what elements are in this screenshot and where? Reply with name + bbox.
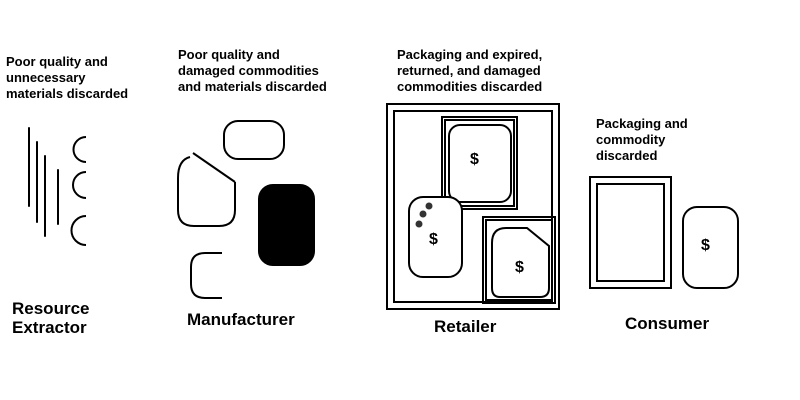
retailer-store-outer [386, 103, 560, 310]
extractor-arcs [70, 136, 87, 246]
retailer-product-top [448, 124, 512, 203]
retailer-shelf-frame-2 [482, 216, 556, 304]
manufacturer-shapes [177, 120, 315, 299]
manufacturer-caption: Poor quality and damaged commodities and… [178, 47, 327, 94]
retailer-shelf-frame-2-inner [485, 219, 553, 301]
retailer-spot [419, 210, 427, 218]
retailer-spot [425, 202, 433, 210]
retailer-label: Retailer [434, 317, 497, 336]
retailer-store-inner [393, 110, 553, 303]
extractor-caption: Poor quality and unnecessary materials d… [6, 54, 129, 101]
retailer-caption: Packaging and expired, returned, and dam… [397, 47, 543, 94]
dollar-icon: $ [701, 237, 710, 254]
manufacturer-damaged-package [177, 156, 236, 227]
consumer-shapes [589, 176, 739, 289]
extractor-arc [70, 215, 87, 246]
retailer-shelf-frame-inner [444, 119, 515, 207]
manufacturer-partial-box [190, 252, 222, 299]
consumer-package-inner [596, 183, 665, 282]
retailer-damaged-product [491, 227, 550, 298]
extractor-label: Resource Extractor [12, 299, 90, 337]
consumer-caption: Packaging and commodity discarded [596, 116, 688, 163]
retailer-spots [415, 202, 433, 228]
extractor-arc [72, 171, 87, 199]
extractor-sticks [28, 127, 59, 237]
dollar-icon: $ [470, 151, 479, 168]
dollar-icon: $ [429, 231, 438, 248]
consumer-package-outer [589, 176, 672, 289]
manufacturer-cut-edge [192, 152, 236, 183]
consumer-label: Consumer [625, 314, 710, 333]
manufacturer-label: Manufacturer [187, 310, 295, 329]
manufacturer-rounded-box [223, 120, 285, 160]
retailer-store [386, 103, 560, 310]
consumer-commodity [682, 206, 739, 289]
retailer-shelf-frame [441, 116, 518, 210]
extractor-arc [72, 136, 87, 163]
dollar-icon: $ [515, 259, 524, 276]
retailer-spot [415, 220, 423, 228]
manufacturer-black-block [258, 184, 315, 266]
